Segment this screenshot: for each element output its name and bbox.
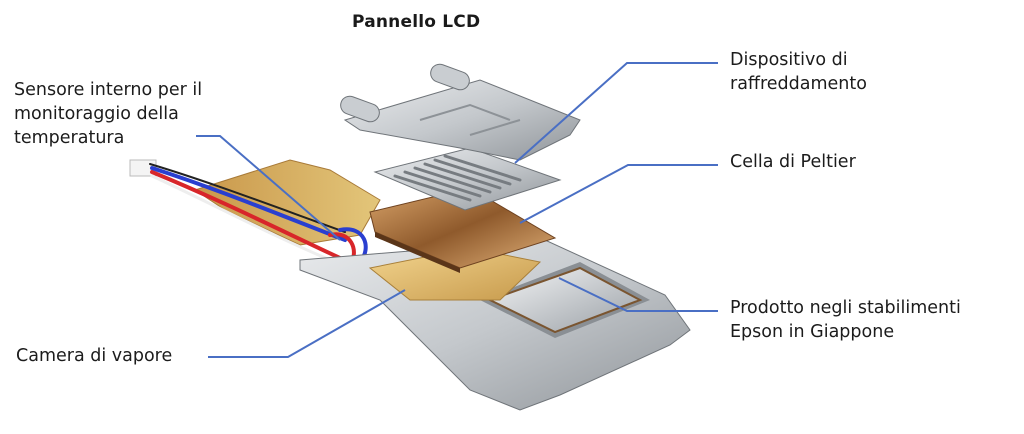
leader-sensor — [196, 135, 341, 241]
label-peltier-cell: Cella di Peltier — [730, 150, 856, 174]
leader-lines — [196, 62, 718, 358]
label-cooling-device: Dispositivo di raffreddamento — [730, 48, 867, 96]
leader-cooling — [514, 62, 718, 164]
label-temperature-sensor: Sensore interno per il monitoraggio dell… — [14, 78, 202, 150]
label-line: Epson in Giappone — [730, 322, 895, 342]
peltier-cell — [369, 187, 557, 273]
label-line: temperatura — [14, 128, 125, 148]
label-line: Camera di vapore — [16, 346, 173, 366]
label-vapor-chamber: Camera di vapore — [16, 344, 172, 368]
lcd-glass-window — [487, 266, 643, 334]
diagram-title: Pannello LCD — [352, 12, 481, 32]
label-line: Cella di Peltier — [730, 152, 856, 172]
label-line: raffreddamento — [730, 74, 867, 94]
label-line: Dispositivo di — [730, 50, 848, 70]
label-made-in-japan: Prodotto negli stabilimenti Epson in Gia… — [730, 296, 961, 344]
cooling-fins — [373, 147, 562, 211]
cooling-device — [340, 63, 581, 161]
leader-peltier — [519, 164, 718, 224]
leader-epson — [558, 277, 718, 312]
leader-vapor — [208, 289, 406, 358]
label-line: Prodotto negli stabilimenti — [730, 298, 961, 318]
label-line: Sensore interno per il — [14, 80, 203, 100]
label-line: monitoraggio della — [14, 104, 179, 124]
